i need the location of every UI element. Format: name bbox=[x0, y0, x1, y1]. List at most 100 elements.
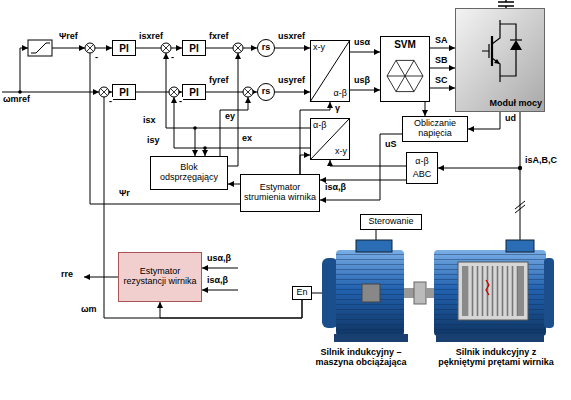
signal-wire bbox=[515, 201, 525, 213]
transform-box: α-β x-y bbox=[310, 118, 350, 160]
node-text: PI bbox=[119, 43, 128, 54]
node-text: rs bbox=[262, 87, 271, 97]
node-text: Moduł mocy bbox=[489, 99, 542, 109]
signal-arrow bbox=[300, 155, 310, 174]
svm-hexagon bbox=[387, 60, 423, 91]
signal-name: isA,B,C bbox=[524, 156, 558, 166]
signal-name: usxref bbox=[277, 32, 306, 42]
signal-arrow bbox=[425, 102, 426, 116]
modulator-box: SVM bbox=[380, 36, 430, 102]
summing-junction bbox=[243, 87, 253, 97]
signal-arrow bbox=[350, 52, 380, 53]
signal-wire bbox=[20, 48, 28, 92]
process-box: Obliczanie napięcia bbox=[402, 116, 468, 142]
signal-name: - bbox=[178, 97, 183, 107]
power-module bbox=[492, 58, 500, 82]
node-text: ABC bbox=[413, 170, 432, 180]
signal-wire bbox=[376, 230, 377, 240]
signal-name: usα,β bbox=[206, 254, 232, 264]
tested-motor bbox=[462, 266, 468, 316]
power-module bbox=[491, 36, 493, 66]
summing-junction bbox=[233, 43, 243, 53]
signal-arrow bbox=[275, 48, 310, 49]
summing-junction bbox=[169, 87, 179, 97]
signal-wire bbox=[52, 48, 85, 49]
signal-arrow bbox=[350, 90, 380, 91]
signal-name: usα bbox=[353, 38, 371, 48]
signal-arrow bbox=[90, 48, 240, 204]
power-module bbox=[492, 20, 500, 44]
signal-name: - bbox=[94, 53, 99, 63]
signal-wire bbox=[174, 97, 205, 148]
gain-circle: rs bbox=[257, 83, 275, 101]
power-module bbox=[494, 59, 500, 64]
signal-name: isy bbox=[146, 136, 161, 146]
signal-name: fyref bbox=[208, 76, 230, 86]
load-motor bbox=[322, 258, 338, 328]
signal-name: isxref bbox=[138, 32, 164, 42]
tested-motor bbox=[436, 334, 544, 342]
signal-name: rre bbox=[60, 270, 74, 280]
node-text: En bbox=[296, 288, 307, 298]
signal-name: SC bbox=[434, 76, 449, 86]
signal-arrow bbox=[206, 48, 257, 49]
load-motor bbox=[336, 250, 404, 336]
summing-junction bbox=[245, 89, 252, 96]
signal-wire bbox=[520, 112, 521, 240]
node-text: Obliczanie napięcia bbox=[405, 119, 465, 139]
tested-motor bbox=[466, 266, 520, 316]
tested-motor bbox=[426, 240, 554, 342]
box-diagonal bbox=[310, 40, 350, 102]
motor-caption: Silnik indukcyjny – maszyna obciążająca bbox=[300, 348, 422, 368]
signal-arrow bbox=[430, 88, 455, 89]
power-module-box: Moduł mocy bbox=[455, 8, 545, 112]
signal-name: SB bbox=[434, 56, 449, 66]
signal-name: uS bbox=[384, 140, 398, 150]
load-motor bbox=[322, 240, 426, 342]
signal-name: ωmref bbox=[2, 95, 31, 105]
node-text: x-y bbox=[313, 147, 347, 157]
signal-arrow bbox=[320, 180, 406, 181]
signal-arrow bbox=[330, 160, 406, 166]
signal-name: Ψref bbox=[58, 32, 79, 42]
signal-name: γ bbox=[334, 104, 341, 114]
signal-name: ex bbox=[241, 134, 253, 144]
node-text: PI bbox=[119, 87, 128, 98]
box-diagonal bbox=[310, 40, 350, 160]
svm-hexagon bbox=[387, 60, 423, 91]
signal-arrow bbox=[430, 68, 455, 69]
transform-box: α-βABC bbox=[406, 152, 438, 184]
load-motor bbox=[356, 240, 392, 252]
process-box: Blok odsprzęgający bbox=[150, 156, 228, 190]
transform-box: x-yα-β bbox=[310, 40, 350, 102]
signal-name: SA bbox=[434, 36, 449, 46]
node-text: α-β bbox=[415, 157, 428, 167]
signal-name: ey bbox=[224, 112, 236, 122]
tested-motor bbox=[486, 280, 489, 295]
summing-junction bbox=[85, 43, 95, 53]
node-text: α-β bbox=[313, 121, 347, 131]
tested-motor bbox=[426, 288, 434, 298]
circle-outline bbox=[258, 40, 275, 57]
junction-dot bbox=[18, 90, 22, 94]
signal-name: isα,β bbox=[324, 183, 347, 193]
node-text: PI bbox=[189, 43, 198, 54]
load-motor bbox=[334, 334, 408, 342]
ramp-limiter bbox=[28, 40, 52, 56]
ramp-limiter bbox=[31, 43, 50, 53]
signal-wire bbox=[84, 277, 118, 278]
signal-arrow bbox=[430, 48, 455, 49]
estimator-box: Estymator strumienia wirnika bbox=[240, 174, 320, 212]
power-module bbox=[510, 40, 522, 50]
signal-name: isx bbox=[142, 116, 157, 126]
summing-junction bbox=[163, 45, 170, 52]
signal-name: Ψr bbox=[118, 189, 131, 199]
box-diagonal bbox=[310, 118, 350, 160]
node-text: rs bbox=[262, 43, 271, 53]
signal-arrow bbox=[205, 148, 310, 156]
signal-name: fxref bbox=[208, 32, 230, 42]
signal-arrow bbox=[228, 184, 240, 185]
signal-name: usyref bbox=[277, 76, 306, 86]
ramp-limiter bbox=[28, 40, 52, 56]
signal-arrow bbox=[136, 48, 182, 49]
